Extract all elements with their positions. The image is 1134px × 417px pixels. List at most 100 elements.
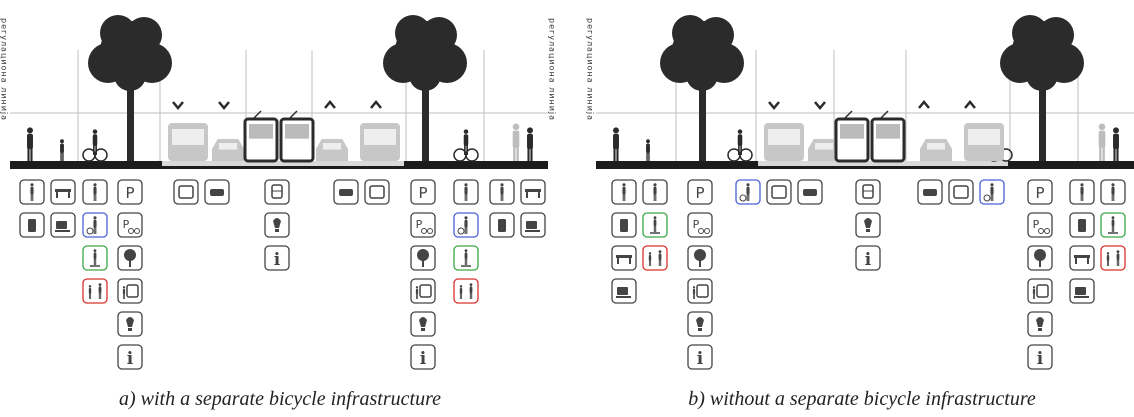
- bench-icon: [50, 179, 76, 205]
- bicycle-parking-icon: P: [117, 212, 143, 238]
- icon-frame: [948, 179, 974, 205]
- person-leg: [1113, 194, 1115, 201]
- tram-window: [840, 124, 864, 139]
- person-leg: [464, 194, 466, 201]
- pedestrian-icon: [1069, 179, 1095, 205]
- icon-p-glyph: P: [1033, 218, 1040, 231]
- person-body: [512, 130, 520, 148]
- tree-canopy: [421, 17, 457, 53]
- icon-cup: [56, 221, 67, 229]
- person-leg: [502, 194, 504, 201]
- street-light-icon: [264, 212, 290, 238]
- person-leg: [90, 293, 92, 299]
- icon-bench-seat: [55, 189, 71, 192]
- bus-stop-icon: [687, 278, 713, 304]
- tree-canopy: [100, 15, 136, 51]
- icon-bulb: [273, 218, 281, 228]
- icon-column-md: i: [855, 179, 881, 271]
- person-head: [415, 286, 419, 289]
- icon-bus-body: [126, 284, 139, 298]
- bicycle-parking-icon: P: [687, 212, 713, 238]
- tram-icon: [855, 179, 881, 205]
- tree-canopy: [672, 15, 708, 51]
- person-leg: [653, 194, 655, 201]
- person-head: [622, 183, 626, 187]
- person-leg: [30, 194, 32, 201]
- pedestrian-icon: [1100, 179, 1126, 205]
- person-leg: [648, 152, 650, 161]
- info-icon: i: [855, 245, 881, 271]
- tree-trunk: [422, 66, 429, 161]
- person-leg: [694, 294, 695, 299]
- icon-cup: [617, 287, 628, 295]
- person-body: [459, 287, 463, 295]
- pedestrian-icon: [453, 179, 479, 205]
- icon-frame: [173, 179, 199, 205]
- bicycle-parking-icon: P: [1027, 212, 1053, 238]
- icon-car-body: [923, 189, 937, 196]
- person-leg: [613, 148, 616, 161]
- icon-frame: [642, 245, 668, 271]
- icon-i-glyph: i: [1037, 349, 1044, 369]
- icon-i-glyph: i: [127, 349, 134, 369]
- person-body: [463, 134, 469, 146]
- pedestrian-icon: [642, 179, 668, 205]
- person-leg: [98, 293, 100, 299]
- bench-icon: [520, 179, 546, 205]
- person-leg: [95, 227, 97, 234]
- tree-canopy: [409, 59, 441, 91]
- icon-frame: [117, 212, 143, 238]
- bus-icon: [173, 179, 199, 205]
- person-leg: [990, 194, 992, 201]
- icon-bench-leg: [1075, 258, 1077, 264]
- person-body: [93, 186, 97, 195]
- icon-i-glyph: i: [274, 250, 281, 270]
- person-head: [1113, 127, 1119, 134]
- icon-bin-body: [1078, 219, 1086, 232]
- person-leg: [1082, 194, 1084, 201]
- icon-tree-top: [694, 249, 706, 261]
- person-leg: [655, 226, 657, 232]
- person-leg: [1080, 194, 1082, 201]
- scooter-icon: [642, 212, 668, 238]
- pedestrian-group-icon: [453, 278, 479, 304]
- person-leg: [500, 194, 502, 201]
- icon-i-glyph: i: [697, 349, 704, 369]
- person-body: [93, 252, 97, 260]
- person-leg: [416, 294, 417, 299]
- person-leg: [464, 227, 466, 234]
- icon-i-glyph: i: [865, 250, 872, 270]
- bus-window: [768, 129, 800, 145]
- icon-bulb-base: [1038, 328, 1042, 331]
- person-body: [122, 288, 126, 295]
- person-leg: [469, 293, 471, 299]
- pedestrian-icon: [489, 179, 515, 205]
- icon-bench-leg: [1087, 258, 1089, 264]
- icon-frame: [117, 344, 143, 370]
- person-head: [1080, 183, 1084, 187]
- person-body: [527, 133, 533, 150]
- trash-bin-icon: [611, 212, 637, 238]
- tree-canopy: [114, 59, 146, 91]
- icon-cup: [1075, 287, 1086, 295]
- person-leg: [650, 260, 652, 266]
- person-body: [464, 186, 468, 195]
- icon-p-glyph: P: [695, 184, 704, 202]
- icon-tree-top: [124, 249, 136, 261]
- pedestrian-icon: [611, 179, 637, 205]
- roadway: [162, 161, 404, 166]
- icon-bus-body: [178, 185, 194, 199]
- person-head: [93, 216, 97, 220]
- icon-bench-seat: [525, 189, 541, 192]
- bus-stop-icon: [1027, 278, 1053, 304]
- person-leg: [124, 294, 125, 299]
- tree-icon: [410, 245, 436, 271]
- icon-frame: [410, 212, 436, 238]
- car-window: [219, 143, 237, 150]
- icon-bulb-base: [866, 229, 870, 232]
- person-leg: [464, 145, 466, 155]
- person-body: [1111, 186, 1115, 195]
- tree-canopy: [126, 17, 162, 53]
- person-body: [1106, 254, 1110, 262]
- person-leg: [516, 146, 519, 161]
